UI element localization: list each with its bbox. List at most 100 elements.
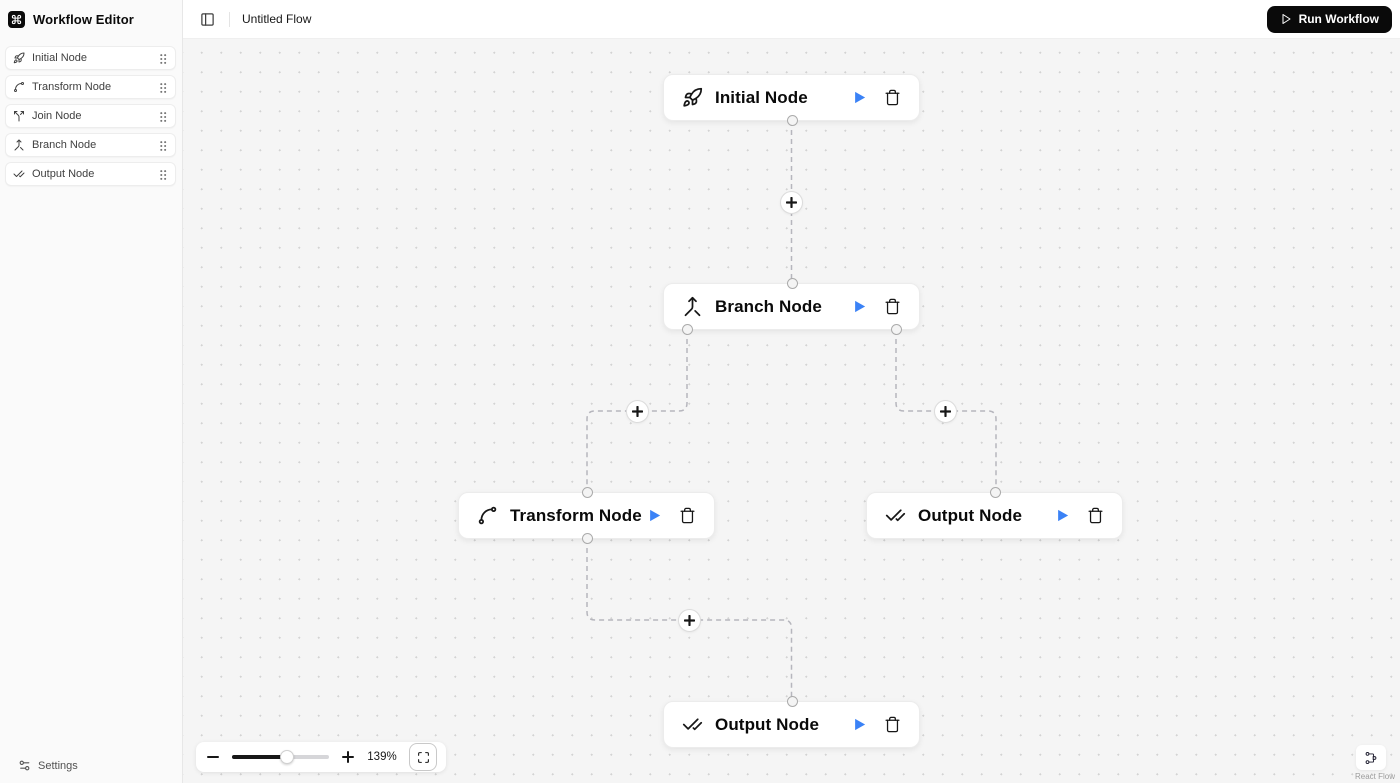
target-handle[interactable]	[787, 278, 798, 289]
run-node-button[interactable]	[850, 716, 868, 734]
trash-icon	[884, 716, 900, 733]
zoom-level: 139%	[367, 751, 397, 763]
double-check-icon	[885, 509, 906, 522]
play-icon	[1282, 14, 1291, 24]
play-filled-icon	[854, 91, 865, 104]
branch-icon	[684, 296, 701, 317]
add-node-button[interactable]	[933, 399, 957, 423]
delete-node-button[interactable]	[883, 89, 901, 107]
delete-node-button[interactable]	[678, 507, 696, 525]
node-initial[interactable]: Initial Node	[663, 74, 920, 126]
trash-icon	[884, 89, 900, 106]
palette-item-label: Initial Node	[32, 52, 88, 64]
zoom-controls: 139%	[196, 742, 446, 772]
source-handle-right[interactable]	[891, 324, 902, 335]
node-output-bottom[interactable]: Output Node	[663, 696, 920, 748]
slider-fill	[232, 755, 288, 759]
join-icon	[14, 111, 24, 122]
panel-left-icon	[200, 12, 214, 26]
run-node-button[interactable]	[850, 298, 868, 316]
add-node-button[interactable]	[780, 190, 803, 214]
play-filled-icon	[649, 509, 660, 522]
add-node-button[interactable]	[677, 608, 701, 632]
main-area: Untitled Flow Run Workflow Initial Node	[183, 0, 1400, 783]
command-icon	[11, 14, 22, 25]
topbar: Untitled Flow Run Workflow	[183, 0, 1400, 39]
target-handle[interactable]	[582, 487, 593, 498]
run-workflow-label: Run Workflow	[1298, 12, 1379, 26]
spline-icon	[478, 506, 497, 525]
node-title: Output Node	[918, 505, 1023, 525]
drag-grip-icon[interactable]	[158, 110, 168, 122]
node-title: Initial Node	[715, 87, 808, 107]
sidebar: Workflow Editor Initial Node Transform N…	[0, 0, 183, 783]
delete-node-button[interactable]	[1086, 507, 1104, 525]
run-node-button[interactable]	[645, 507, 663, 525]
maximize-icon	[417, 751, 429, 763]
palette-item-initial-node[interactable]: Initial Node	[5, 46, 176, 70]
edges-layer	[586, 121, 997, 701]
palette-item-label: Transform Node	[32, 81, 112, 93]
plus-icon	[631, 405, 643, 417]
fit-view-button[interactable]	[409, 743, 437, 771]
run-node-button[interactable]	[850, 89, 868, 107]
sidebar-toggle-button[interactable]	[195, 7, 219, 31]
node-title: Output Node	[715, 714, 820, 734]
delete-node-button[interactable]	[883, 716, 901, 734]
palette-item-transform-node[interactable]: Transform Node	[5, 75, 176, 99]
add-node-button[interactable]	[625, 399, 649, 423]
slider-thumb[interactable]	[280, 750, 295, 764]
run-workflow-button[interactable]: Run Workflow	[1266, 5, 1392, 33]
settings-label: Settings	[38, 759, 78, 772]
trash-icon	[1087, 507, 1103, 524]
sidebar-header: Workflow Editor	[0, 0, 182, 38]
palette-item-output-node[interactable]: Output Node	[5, 162, 176, 186]
plus-icon	[786, 196, 797, 208]
drag-grip-icon[interactable]	[158, 81, 168, 93]
double-check-icon	[682, 718, 703, 731]
minus-icon	[207, 756, 219, 758]
node-output-right[interactable]: Output Node	[866, 487, 1123, 539]
palette-item-join-node[interactable]: Join Node	[5, 104, 176, 128]
trash-icon	[679, 507, 695, 524]
zoom-slider[interactable]	[232, 750, 329, 764]
attribution-label: React Flow	[1354, 772, 1395, 781]
palette-item-branch-node[interactable]: Branch Node	[5, 133, 176, 157]
settings-button[interactable]: Settings	[0, 749, 182, 783]
react-flow-logo-icon	[1356, 745, 1386, 770]
spline-icon	[14, 82, 24, 92]
app-title: Workflow Editor	[33, 12, 134, 27]
play-filled-icon	[854, 300, 865, 313]
drag-grip-icon[interactable]	[158, 52, 168, 64]
delete-node-button[interactable]	[883, 298, 901, 316]
play-filled-icon	[854, 718, 865, 731]
app-logo	[8, 11, 25, 28]
target-handle[interactable]	[787, 696, 798, 707]
source-handle[interactable]	[582, 533, 593, 544]
run-node-button[interactable]	[1053, 507, 1071, 525]
drag-grip-icon[interactable]	[158, 168, 168, 180]
settings-sliders-icon	[19, 760, 30, 771]
palette-item-label: Output Node	[32, 168, 95, 180]
node-transform[interactable]: Transform Node	[458, 487, 715, 544]
source-handle[interactable]	[787, 115, 798, 126]
plus-icon	[342, 751, 354, 763]
node-title: Branch Node	[715, 296, 822, 316]
zoom-out-button[interactable]	[204, 748, 222, 766]
flow-canvas[interactable]: Initial Node Branch Node	[183, 39, 1400, 783]
rocket-icon	[13, 52, 25, 64]
palette-item-label: Join Node	[32, 110, 82, 122]
react-flow-attribution[interactable]: React Flow	[1355, 745, 1397, 781]
node-branch[interactable]: Branch Node	[663, 278, 920, 335]
double-check-icon	[13, 170, 25, 178]
target-handle[interactable]	[990, 487, 1001, 498]
source-handle-left[interactable]	[682, 324, 693, 335]
zoom-in-button[interactable]	[339, 748, 357, 766]
palette-item-label: Branch Node	[32, 139, 97, 151]
divider	[229, 11, 230, 27]
play-filled-icon	[1057, 509, 1068, 522]
drag-grip-icon[interactable]	[158, 139, 168, 151]
rocket-icon	[683, 87, 703, 107]
flow-title: Untitled Flow	[242, 12, 312, 26]
plus-icon	[939, 405, 951, 417]
